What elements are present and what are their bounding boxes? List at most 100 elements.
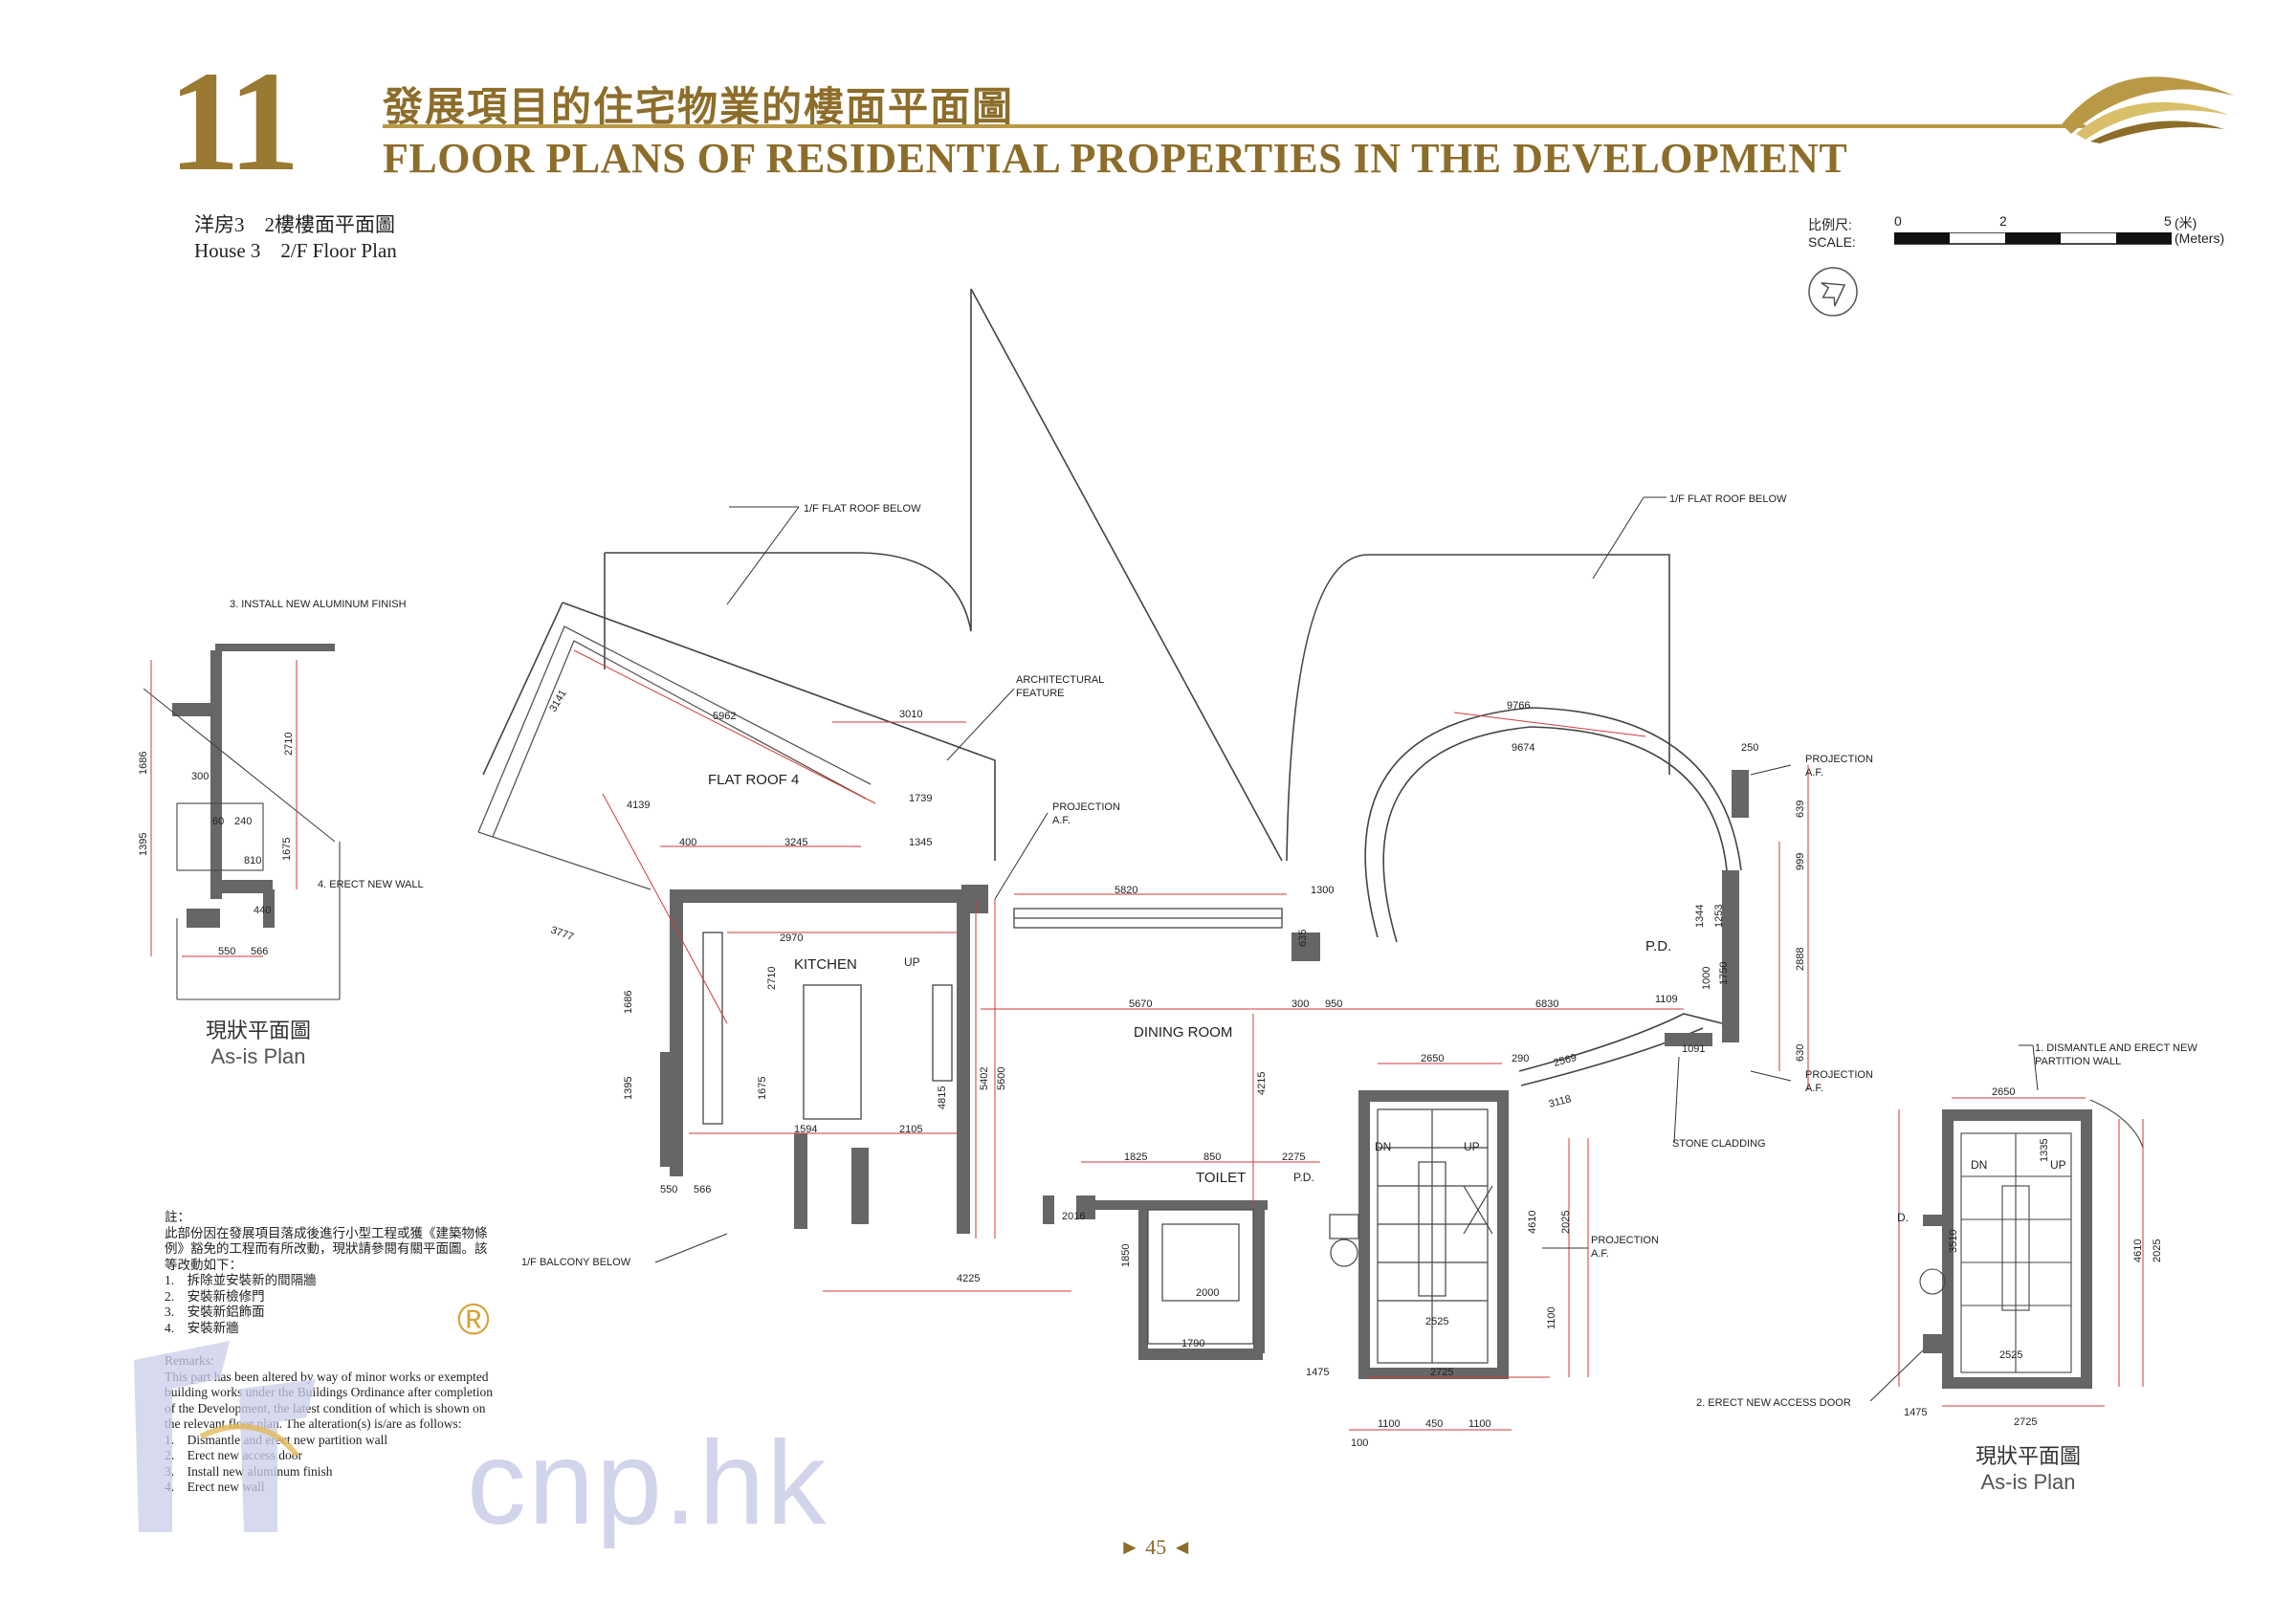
page-title-zh: 發展項目的住宅物業的樓面平面圖	[383, 86, 1015, 130]
plan-title-en: House 3 2/F Floor Plan	[194, 239, 397, 262]
dim-1686: 1686	[623, 991, 634, 1014]
dim-1000: 1000	[1701, 967, 1712, 990]
right-dim-4610: 4610	[2132, 1239, 2144, 1262]
dim-566: 566	[694, 1184, 711, 1195]
dim-2105: 2105	[899, 1124, 922, 1135]
dim-850: 850	[1203, 1151, 1221, 1163]
scale-unit-zh: (米)	[2175, 215, 2197, 230]
dim-5670: 5670	[1129, 998, 1152, 1010]
dim-630: 630	[1795, 1044, 1806, 1062]
balcony-below-label: 1/F BALCONY BELOW	[521, 1257, 631, 1268]
left-dim-1686: 1686	[138, 752, 149, 775]
curved-bay-window	[1364, 707, 1742, 1086]
dim-999: 999	[1795, 853, 1806, 870]
section-number: 11	[168, 42, 300, 201]
dim-1395: 1395	[623, 1077, 634, 1100]
dim-2016: 2016	[1062, 1211, 1085, 1222]
walls	[660, 770, 1749, 1379]
erect-wall-note: 4. ERECT NEW WALL	[318, 879, 424, 890]
watermark-text: cnp.hk	[467, 1417, 828, 1549]
install-aluminum-note: 3. INSTALL NEW ALUMINUM FINISH	[230, 599, 407, 610]
dim-6830: 6830	[1535, 998, 1558, 1010]
dim-2275: 2275	[1282, 1151, 1305, 1163]
dim-1739: 1739	[909, 793, 932, 804]
dim-1109: 1109	[1655, 994, 1678, 1005]
room-labels: FLAT ROOF 4 KITCHEN UP DINING ROOM TOILE…	[708, 772, 1671, 1186]
alteration-notes: 註： 此部份因在發展項目落成後進行小型工程或獲《建築物條例》豁免的工程而有所改動…	[165, 1210, 499, 1496]
right-dim-2025: 2025	[2152, 1239, 2163, 1262]
right-up-label: UP	[2050, 1158, 2066, 1172]
dim-3118: 3118	[1548, 1093, 1573, 1110]
left-dim-60: 60	[212, 816, 224, 827]
dim-2888: 2888	[1795, 948, 1806, 971]
scale-label-en: SCALE:	[1808, 234, 1856, 250]
dim-1825: 1825	[1124, 1151, 1147, 1163]
dim-639: 639	[1795, 801, 1806, 818]
dining-room-label: DINING ROOM	[1134, 1024, 1232, 1041]
flat-roof-below-left: 1/F FLAT ROOF BELOW	[804, 503, 921, 515]
bay-pd-label: P.D.	[1645, 938, 1671, 954]
scale-tick-0: 0	[1894, 213, 1902, 229]
notes-heading-zh: 註：	[165, 1210, 190, 1224]
right-dim-2725: 2725	[2014, 1416, 2037, 1428]
dim-2970: 2970	[780, 932, 803, 944]
projection-af-4: A.F.	[1591, 1248, 1609, 1260]
right-dim-1335: 1335	[2039, 1139, 2050, 1162]
dim-4215: 4215	[1256, 1072, 1268, 1095]
kitchen-fittings	[702, 908, 1283, 1125]
dim-400: 400	[679, 837, 696, 848]
as-is-right-en: As-is Plan	[1980, 1470, 2076, 1494]
dim-2650: 2650	[1421, 1053, 1444, 1064]
brand-swoosh-logo	[2062, 77, 2234, 143]
dim-5402: 5402	[979, 1067, 990, 1090]
left-dim-810: 810	[244, 855, 261, 866]
dim-300: 300	[1292, 998, 1309, 1010]
dim-250: 250	[1741, 742, 1758, 754]
as-is-right-zh: 現狀平面圖	[1975, 1444, 2081, 1468]
dim-4815: 4815	[937, 1086, 948, 1109]
list-item: 3. 安裝新鋁飾面	[165, 1305, 265, 1319]
right-dn-label: DN	[1971, 1158, 1987, 1172]
as-is-plan-right: 1. DISMANTLE AND ERECT NEW PARTITION WAL…	[1696, 1042, 2197, 1428]
flat-roof-4-boundary	[477, 625, 872, 890]
dim-1100-c: 1100	[1468, 1418, 1491, 1430]
kitchen-label: KITCHEN	[794, 956, 857, 973]
stair-dn-label: DN	[1375, 1140, 1391, 1153]
stair-core	[1377, 1108, 1493, 1364]
dim-9674: 9674	[1512, 742, 1534, 754]
dim-635: 635	[1297, 930, 1309, 947]
dim-4610: 4610	[1527, 1211, 1538, 1234]
dimension-lines	[573, 649, 1809, 1431]
dim-2000: 2000	[1196, 1287, 1219, 1299]
dim-4139: 4139	[627, 800, 650, 811]
right-dim-3510: 3510	[1948, 1230, 1959, 1253]
dim-5820: 5820	[1115, 885, 1137, 896]
dim-1253: 1253	[1713, 905, 1725, 928]
dim-3245: 3245	[784, 837, 807, 848]
projection-af-3: A.F.	[1805, 1083, 1823, 1094]
dim-1850: 1850	[1120, 1244, 1132, 1267]
list-item: 4. Erect new wall	[165, 1480, 265, 1494]
as-is-left-zh: 現狀平面圖	[205, 1019, 311, 1042]
watermark-registered-mark: ®	[457, 1294, 490, 1344]
plan-title: 洋房3 2樓樓面平面圖 House 3 2/F Floor Plan	[194, 212, 397, 264]
as-is-plan-right-caption: 現狀平面圖 As-is Plan	[1961, 1439, 2095, 1495]
projection-label-2: PROJECTION	[1805, 754, 1873, 765]
dim-950: 950	[1325, 998, 1342, 1010]
north-arrow-icon	[1808, 267, 1858, 317]
list-item: 1. 拆除並安裝新的間隔牆	[165, 1273, 317, 1287]
right-d-label: D.	[1897, 1211, 1909, 1224]
right-dim-2650: 2650	[1992, 1086, 2015, 1098]
list-item: 2. 安裝新檢修門	[165, 1288, 265, 1304]
dim-1100: 1100	[1546, 1306, 1557, 1329]
dim-550: 550	[660, 1184, 677, 1195]
watermark-logo	[134, 1341, 316, 1532]
scale-tick-2: 2	[1999, 213, 2007, 229]
annotation-texts: 1/F FLAT ROOF BELOW 1/F FLAT ROOF BELOW …	[521, 493, 1873, 1268]
header-rule	[383, 124, 2086, 128]
dim-2025: 2025	[1560, 1211, 1572, 1234]
right-dim-2525: 2525	[1999, 1349, 2022, 1361]
scale-tick-5: 5	[2164, 213, 2172, 229]
left-dim-440: 440	[254, 905, 271, 916]
dim-1750: 1750	[1718, 962, 1730, 985]
